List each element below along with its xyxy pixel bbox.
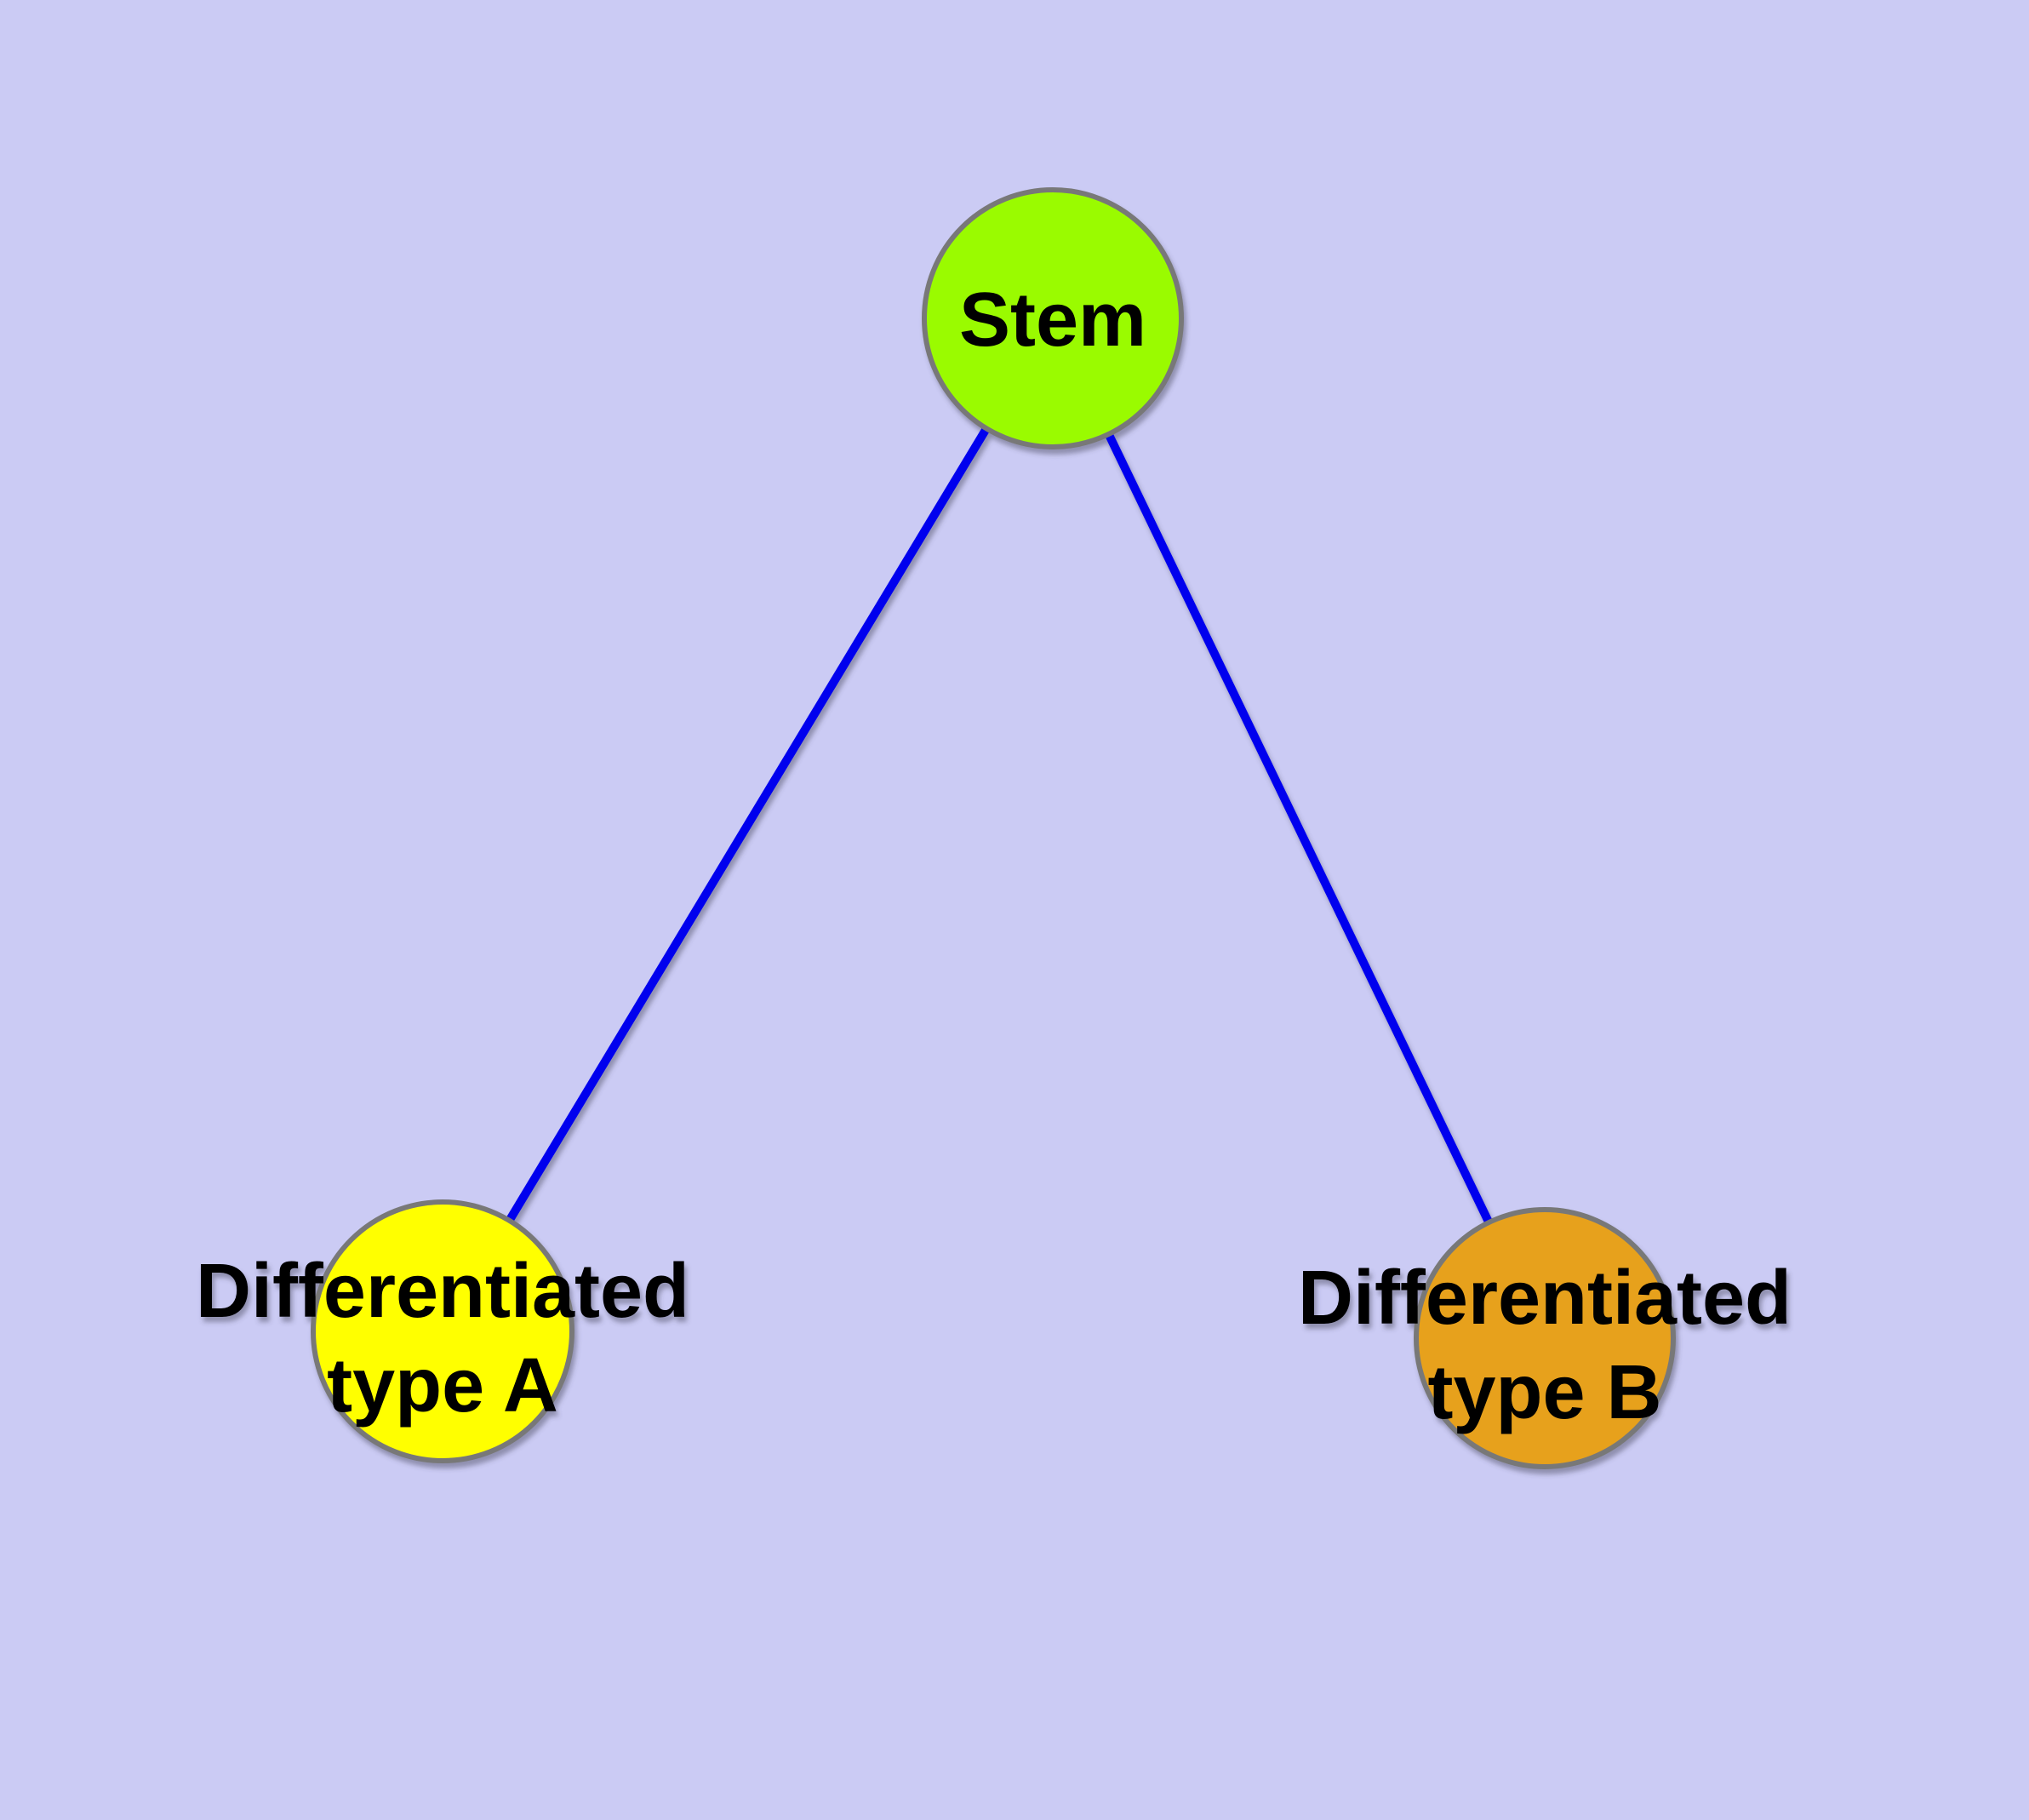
node-type-a-label-line1: Differentiated	[196, 1249, 689, 1334]
node-type-a-circle	[311, 1199, 574, 1463]
node-type-a-label-line2: type A	[327, 1343, 558, 1428]
node-type-b-label-line1: Differentiated	[1298, 1256, 1792, 1341]
node-type-b-circle	[1414, 1207, 1676, 1469]
node-stem-label: Stem	[959, 278, 1146, 363]
edge-stem-to-type-a	[438, 316, 1057, 1334]
edge-stem-to-type-b	[1049, 316, 1549, 1341]
node-stem-circle	[922, 187, 1184, 449]
node-type-b-label-line2: type B	[1427, 1350, 1661, 1435]
